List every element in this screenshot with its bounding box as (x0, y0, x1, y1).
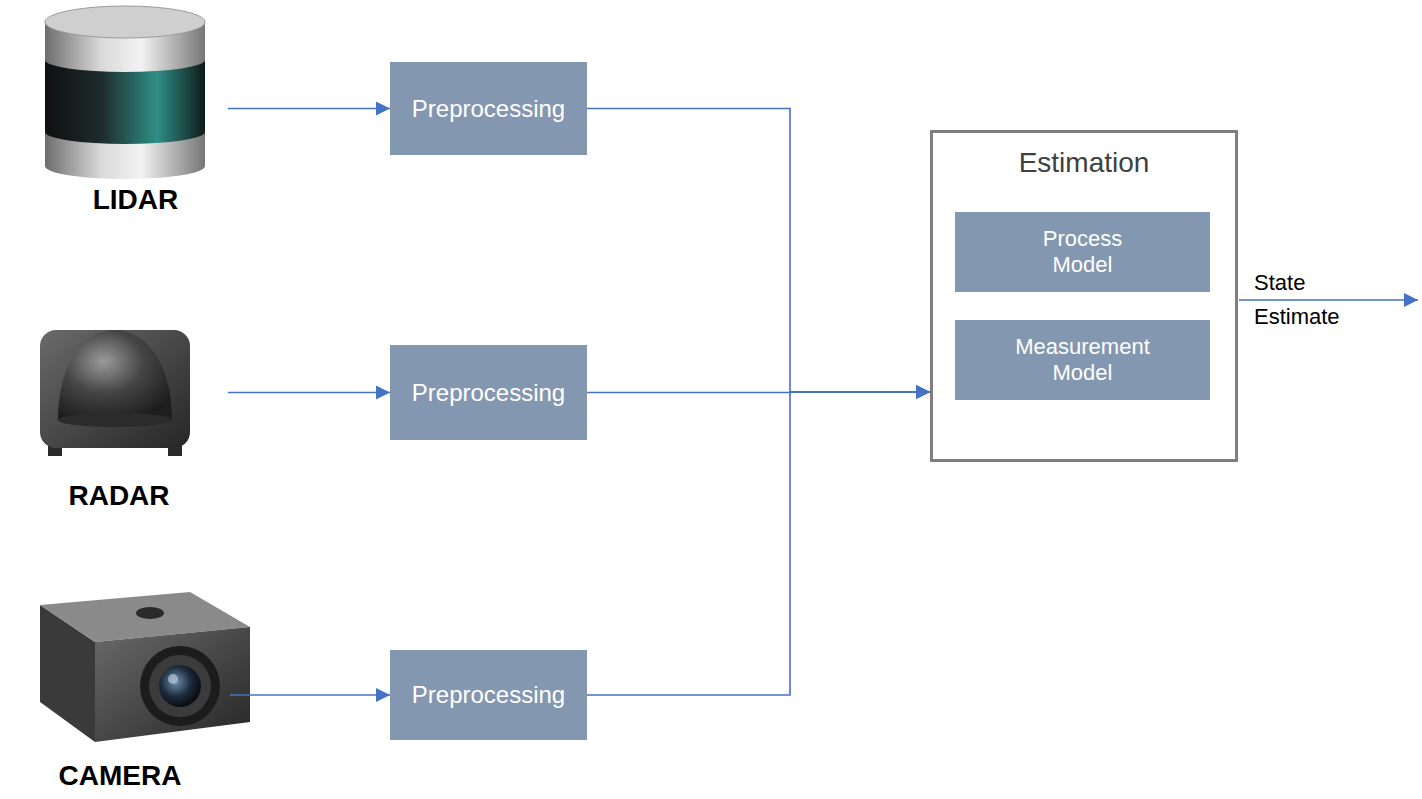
model-box: Measurement Model (955, 320, 1210, 400)
box-label: Preprocessing (412, 379, 565, 407)
preprocessing-box: Preprocessing (390, 650, 587, 740)
output-arrow (1239, 299, 1418, 301)
preprocessing-box: Preprocessing (390, 345, 587, 440)
box-heading: Estimation (1019, 147, 1150, 179)
radar-illustration (40, 330, 190, 456)
box-label: Measurement Model (1015, 334, 1150, 386)
lidar-illustration (45, 6, 205, 179)
flow-arrow (587, 392, 930, 695)
sensor-node: CAMERA (10, 585, 230, 792)
model-box: Process Model (955, 212, 1210, 292)
estimation-box: EstimationProcess ModelMeasurement Model (930, 130, 1238, 462)
box-label: Process Model (1043, 226, 1122, 278)
sensor-node: LIDAR (15, 2, 228, 216)
sensor-name: LIDAR (93, 184, 179, 216)
flow-arrow (228, 392, 390, 394)
camera-illustration (40, 592, 250, 742)
sensor-node: RADAR (10, 300, 228, 512)
flow-arrow (230, 694, 390, 696)
sensor-name: RADAR (68, 480, 169, 512)
preprocessing-box: Preprocessing (390, 62, 587, 155)
box-label: Preprocessing (412, 681, 565, 709)
box-label: Preprocessing (412, 95, 565, 123)
sensor-name: CAMERA (59, 760, 182, 792)
flow-arrow (587, 109, 930, 393)
output-label: State Estimate (1254, 266, 1340, 334)
flow-arrow (228, 108, 390, 110)
